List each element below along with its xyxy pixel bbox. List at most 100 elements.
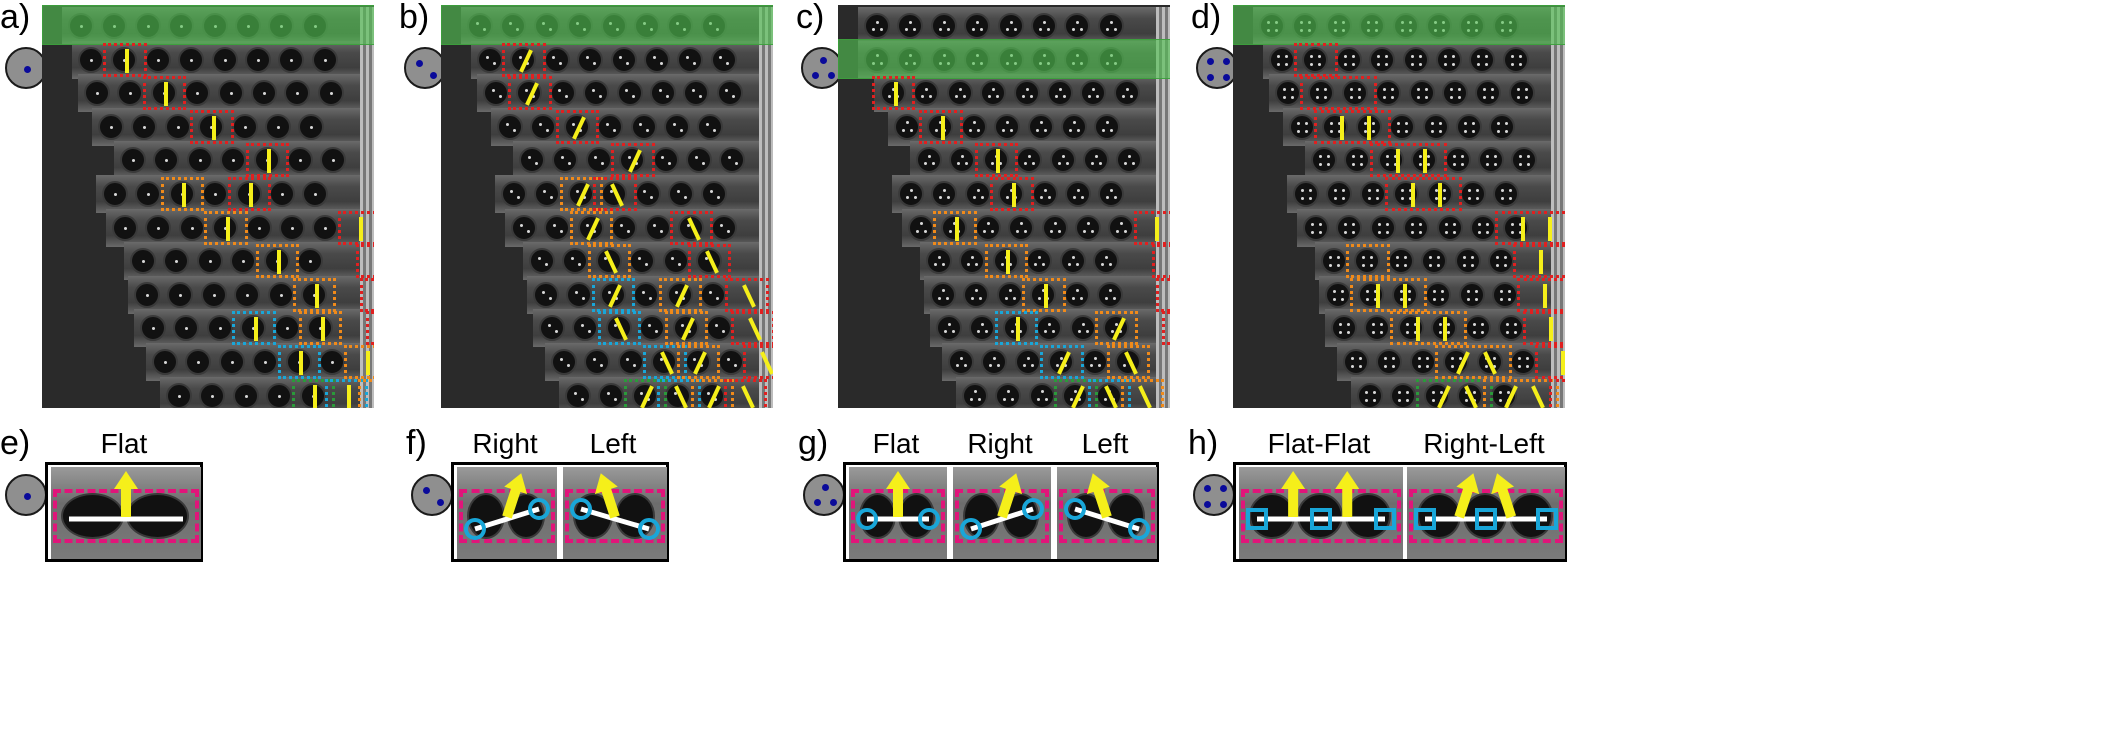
icon-dot (814, 499, 821, 506)
disk (534, 181, 561, 207)
icon-dot (1207, 58, 1214, 65)
disk (167, 281, 194, 308)
dotted-box (724, 378, 768, 408)
disk-marker (1319, 222, 1322, 226)
disk-marker (1397, 129, 1401, 133)
disk-marker (1352, 163, 1356, 167)
dotted-box (190, 109, 234, 144)
arrow-up-icon (502, 473, 528, 519)
disk (566, 281, 593, 308)
disk-marker (185, 327, 189, 331)
disk-marker (123, 58, 127, 62)
disk (633, 281, 660, 308)
dotted-box (1054, 378, 1098, 408)
chain-strip (477, 74, 773, 113)
connector-line (580, 506, 650, 532)
disk-marker (1498, 398, 1502, 402)
disk-marker (980, 196, 984, 199)
disk-marker (935, 128, 939, 132)
disk-marker (591, 89, 595, 93)
connector-line (474, 506, 540, 532)
photo-panel (42, 5, 374, 408)
disk-marker (1016, 229, 1020, 233)
disk-marker (190, 226, 194, 230)
disk-marker (1418, 62, 1422, 66)
yellow-bar (673, 384, 688, 408)
disk-marker (1392, 357, 1396, 360)
disk-marker (594, 156, 598, 160)
disk-marker (329, 92, 333, 96)
chain-strip (96, 175, 374, 213)
disk-marker (1028, 154, 1032, 158)
disk-marker (989, 364, 993, 367)
disk-marker (1351, 357, 1354, 360)
disk-marker (683, 196, 687, 199)
disk-marker (559, 358, 563, 361)
disk-marker (1351, 365, 1354, 368)
disk-marker (972, 28, 976, 31)
disk-marker (939, 196, 943, 199)
yellow-bar (996, 149, 1001, 174)
disk-marker (980, 28, 984, 31)
disk-marker (1459, 357, 1463, 360)
disk (78, 46, 104, 73)
icon-dot (1220, 501, 1227, 508)
disk (287, 147, 313, 174)
disk (98, 113, 124, 140)
disk-marker (633, 364, 637, 367)
disk (992, 248, 1019, 275)
disk-marker (180, 193, 184, 196)
disk-marker (1506, 390, 1510, 394)
disk-marker (1486, 155, 1489, 159)
disk-marker (934, 263, 937, 267)
yellow-bar (1016, 317, 1021, 342)
disk-marker (1496, 256, 1499, 260)
disk (1075, 214, 1101, 241)
dotted-box (990, 177, 1034, 211)
disk (630, 113, 657, 140)
disk-marker (548, 296, 552, 300)
side-frame (759, 107, 773, 146)
disk-marker (1351, 62, 1355, 66)
circle-dot-icon (1196, 47, 1238, 89)
disk-marker (661, 156, 665, 160)
yellow-bar (1463, 384, 1478, 408)
disk (664, 113, 690, 140)
disk-marker (1504, 264, 1507, 268)
disk-marker (1344, 222, 1348, 226)
disk-marker (712, 128, 716, 132)
chain-strip (527, 275, 773, 314)
disk (1325, 281, 1351, 308)
example-photo (953, 467, 1051, 559)
disk (683, 80, 710, 107)
disk-marker (567, 162, 571, 166)
disk (231, 113, 258, 140)
disk-marker (1334, 189, 1338, 192)
disk (267, 281, 294, 308)
disk-marker (542, 190, 546, 193)
disk-marker (1075, 263, 1079, 267)
disk-marker (1370, 256, 1374, 260)
disk-marker (1409, 189, 1413, 192)
chain-strip (956, 376, 1170, 408)
disk-marker (924, 162, 927, 166)
dashed-region (1241, 489, 1401, 543)
disk-marker (693, 358, 697, 361)
chain-strip (1315, 242, 1565, 281)
dashed-region (565, 489, 665, 543)
disk (1457, 382, 1484, 408)
disk-marker (311, 394, 315, 398)
disk-marker (1505, 121, 1509, 125)
disk-marker (1038, 296, 1042, 300)
disk-marker (552, 223, 556, 227)
disk-marker (1110, 188, 1114, 192)
disk-marker (1357, 88, 1361, 92)
disk-marker (263, 92, 266, 96)
disk-marker (324, 226, 328, 230)
disk-marker (1074, 390, 1078, 394)
disk-marker (1401, 189, 1405, 192)
disk (196, 248, 223, 275)
disk (898, 493, 935, 539)
disk-marker (1285, 54, 1288, 58)
yellow-bar (182, 183, 187, 207)
